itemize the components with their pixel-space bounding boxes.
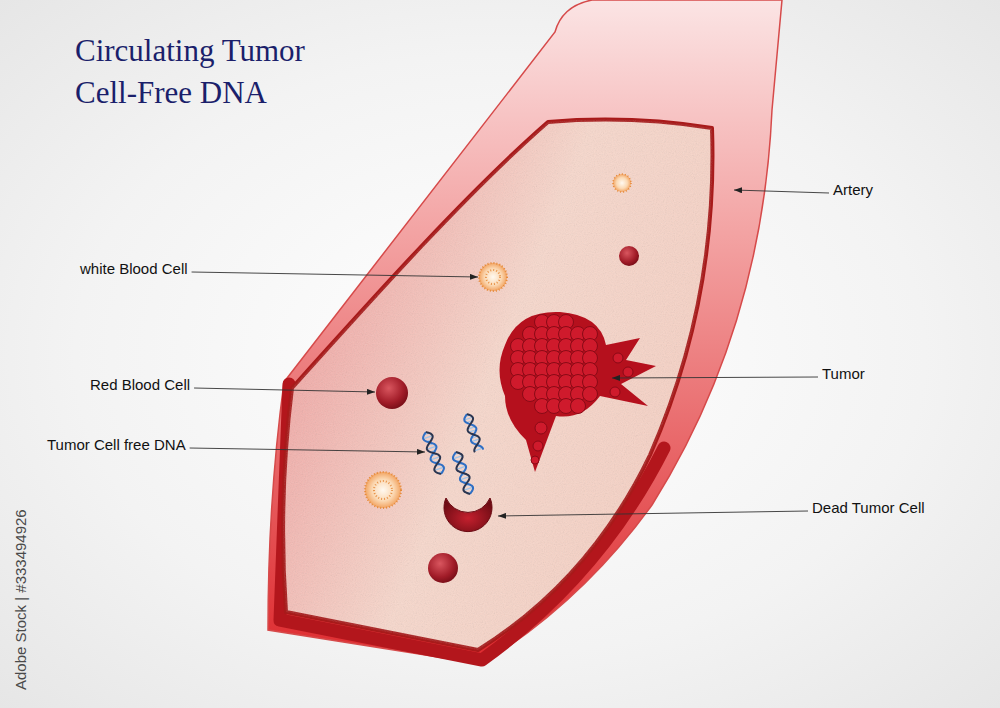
white-blood-cell — [479, 263, 507, 291]
red-blood-cell — [428, 553, 458, 583]
leader-line — [734, 190, 829, 193]
tumor-lobule — [610, 387, 620, 397]
tumor-lobule — [613, 353, 623, 363]
dna-helix — [453, 452, 473, 494]
artery-cut-face — [283, 120, 712, 650]
red-blood-cells — [376, 246, 639, 583]
red-blood-cell — [619, 246, 639, 266]
tumor-lobule — [571, 399, 586, 414]
dna-strand — [456, 452, 470, 494]
tumor-mass — [500, 312, 657, 472]
leader-line — [194, 388, 375, 392]
dead-tumor-cell — [444, 498, 492, 532]
white-blood-cells — [365, 174, 631, 508]
watermark: Adobe Stock | #333494926 — [12, 509, 30, 690]
tumor-lobule — [533, 441, 543, 451]
dna-label: Tumor Cell free DNA — [47, 436, 186, 454]
leader-line — [190, 448, 425, 452]
tumor-label: Tumor — [822, 365, 865, 383]
tumor-lobule — [583, 387, 598, 402]
dna-strand — [423, 432, 444, 474]
white-blood-cell-core — [374, 481, 392, 499]
red-blood-cell — [376, 377, 408, 409]
tumor — [500, 312, 657, 472]
tumor-lobule — [531, 456, 539, 464]
white-blood-cell — [365, 472, 401, 508]
artery-tube — [268, 0, 782, 664]
dna-helix — [464, 414, 483, 452]
dna-strand — [453, 452, 473, 494]
leader-line — [498, 511, 808, 516]
cell-free-dna — [423, 414, 483, 494]
white-blood-cell-core — [486, 270, 500, 284]
cell-label: Dead Tumor Cell — [812, 499, 925, 517]
artery-texture — [283, 120, 712, 650]
tumor-lobule — [623, 367, 633, 377]
leader-line — [612, 377, 818, 378]
leader-line — [192, 272, 478, 277]
dna-strand — [467, 414, 480, 452]
diagram-title: Circulating Tumor Cell-Free DNA — [75, 30, 365, 114]
dna-helix — [423, 432, 444, 474]
vessel-label: Artery — [833, 181, 873, 199]
white-blood-cell — [613, 174, 631, 192]
tumor-lobule — [535, 422, 547, 434]
cell-label: white Blood Cell — [80, 260, 188, 278]
cell-label: Red Blood Cell — [90, 376, 190, 394]
dna-strand — [426, 432, 441, 474]
